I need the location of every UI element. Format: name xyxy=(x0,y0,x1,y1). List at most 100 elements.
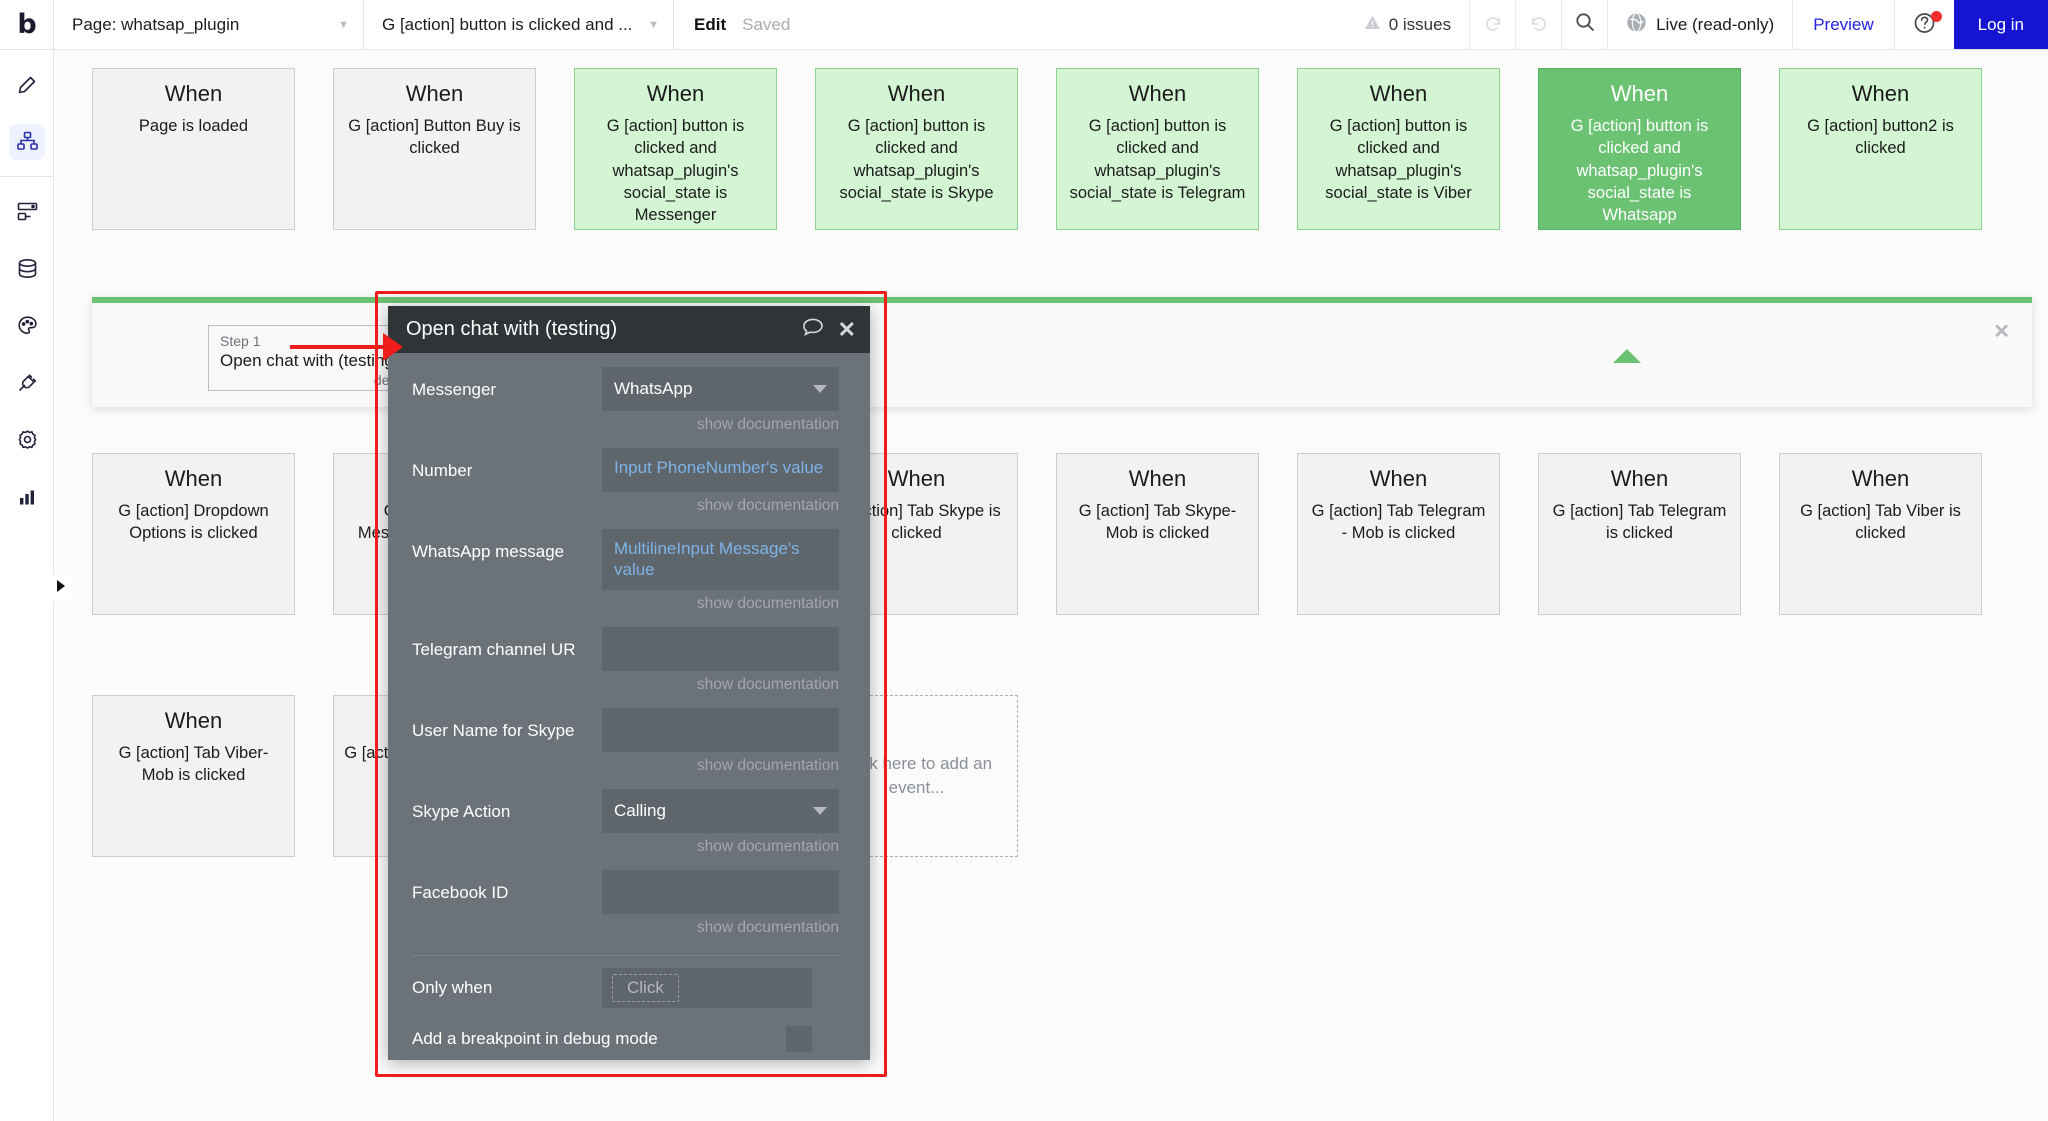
sidebar-item-design[interactable] xyxy=(0,56,54,113)
field-control: Calling show documentation xyxy=(602,788,842,866)
sidebar-item-layout[interactable] xyxy=(0,183,54,240)
event-card-when: When xyxy=(1851,81,1910,106)
sidebar-item-plugins[interactable] xyxy=(0,354,54,411)
show-documentation-link[interactable]: show documentation xyxy=(696,675,839,693)
show-documentation-link[interactable]: show documentation xyxy=(696,416,839,433)
bar-chart-icon xyxy=(9,479,45,515)
event-card-when: When xyxy=(1128,466,1187,491)
modal-divider xyxy=(412,954,842,956)
saved-label: Saved xyxy=(742,14,791,34)
field-control: show documentation xyxy=(602,869,842,947)
only-when-placeholder: Click xyxy=(612,973,679,1002)
help-button[interactable] xyxy=(1893,0,1954,49)
workflow-selector[interactable]: G [action] button is clicked and ... ▼ xyxy=(364,0,674,49)
event-card-description: G [action] Tab Skype-Mob is clicked xyxy=(1078,502,1237,543)
topbar-spacer xyxy=(790,0,1345,49)
field-control: show documentation xyxy=(602,707,842,785)
sidebar-item-styles[interactable] xyxy=(0,297,54,354)
step-delete-link[interactable]: delete xyxy=(220,372,412,388)
field-label: Telegram channel UR xyxy=(412,639,576,659)
login-button[interactable]: Log in xyxy=(1953,0,2048,49)
pencil-icon xyxy=(9,67,45,103)
version-selector[interactable]: Live (read-only) xyxy=(1607,0,1792,49)
event-card-description: G [action] Tab Viber is clicked xyxy=(1800,502,1961,543)
page-selector[interactable]: Page: whatsap_plugin ▼ xyxy=(54,0,364,49)
event-card-description: G [action] Tab Skype is clicked xyxy=(832,502,1001,543)
field-dropdown[interactable]: WhatsApp xyxy=(602,367,839,411)
sidebar-item-settings[interactable] xyxy=(0,411,54,468)
warning-icon xyxy=(1364,14,1381,36)
annotation-arrow-head xyxy=(383,333,403,361)
show-documentation-link[interactable]: show documentation xyxy=(696,497,839,514)
event-card-description: G [action] button is clicked and whatsap… xyxy=(839,117,994,202)
field-control: Input PhoneNumber's value show documentat… xyxy=(602,448,842,525)
undo-button[interactable] xyxy=(1469,0,1515,49)
workflow-icon xyxy=(9,123,45,160)
field-dropdown[interactable]: Calling xyxy=(602,788,839,833)
field-control: WhatsApp show documentation xyxy=(602,367,842,444)
left-sidebar xyxy=(0,50,54,1121)
event-card-when: When xyxy=(887,81,946,106)
show-documentation-link[interactable]: show documentation xyxy=(696,594,839,612)
database-icon xyxy=(9,251,45,287)
modal-title: Open chat with (testing) xyxy=(406,318,618,340)
bubble-logo[interactable]: b xyxy=(0,0,54,49)
event-card-description: G [action] Button Buy is clicked xyxy=(348,117,521,158)
event-card[interactable]: When G [action] Tab Telegram is clicked xyxy=(1538,453,1741,615)
sidebar-expand-button[interactable] xyxy=(50,575,72,601)
field-input[interactable] xyxy=(602,869,839,914)
edit-label: Edit xyxy=(694,14,727,34)
sidebar-item-data[interactable] xyxy=(0,240,54,297)
preview-button[interactable]: Preview xyxy=(1792,0,1893,49)
event-card-description: G [action] Tab Telegram - Mob is clicked xyxy=(1311,502,1486,543)
chevron-down-icon xyxy=(813,385,827,393)
field-input[interactable]: Input PhoneNumber's value xyxy=(602,448,839,492)
field-input[interactable]: MultilineInput Message's value xyxy=(602,529,839,590)
sidebar-item-logs[interactable] xyxy=(0,468,54,525)
show-documentation-link[interactable]: show documentation xyxy=(696,918,839,936)
event-card-when: When xyxy=(1369,81,1428,106)
page-selector-label: Page: whatsap_plugin xyxy=(72,14,240,34)
field-input[interactable] xyxy=(602,707,839,752)
close-icon[interactable]: ✕ xyxy=(837,316,856,342)
event-card-description: G [action] Dropdown Options is clicked xyxy=(118,502,269,543)
issues-button[interactable]: 0 issues xyxy=(1346,0,1469,49)
show-documentation-link[interactable]: show documentation xyxy=(696,837,839,855)
field-input[interactable] xyxy=(602,626,839,671)
event-card-when: When xyxy=(405,81,464,106)
palette-icon xyxy=(9,308,45,344)
breakpoint-checkbox[interactable] xyxy=(786,1025,812,1052)
close-icon[interactable]: ✕ xyxy=(1993,321,2010,343)
show-documentation-link[interactable]: show documentation xyxy=(696,756,839,774)
event-card[interactable]: When G [action] button is clicked and wha… xyxy=(815,68,1018,230)
event-card-when: When xyxy=(1610,466,1669,491)
edit-tab[interactable]: Edit xyxy=(674,0,742,49)
only-when-field[interactable]: Click xyxy=(602,967,812,1008)
comment-icon[interactable] xyxy=(802,317,824,342)
add-event-box[interactable]: Click here to add an event... xyxy=(815,695,1018,857)
event-card[interactable]: When G [action] Tab Skype-Mob is clicked xyxy=(1056,453,1259,615)
field-value: Calling xyxy=(614,800,666,820)
event-card-description: G [action] Tab Telegram is clicked xyxy=(1552,502,1727,543)
sidebar-item-workflow[interactable] xyxy=(0,113,54,170)
globe-icon xyxy=(1626,12,1647,38)
redo-button[interactable] xyxy=(1515,0,1561,49)
search-button[interactable] xyxy=(1561,0,1607,49)
event-card[interactable]: When G [action] Button Buy is clicked xyxy=(333,68,536,230)
